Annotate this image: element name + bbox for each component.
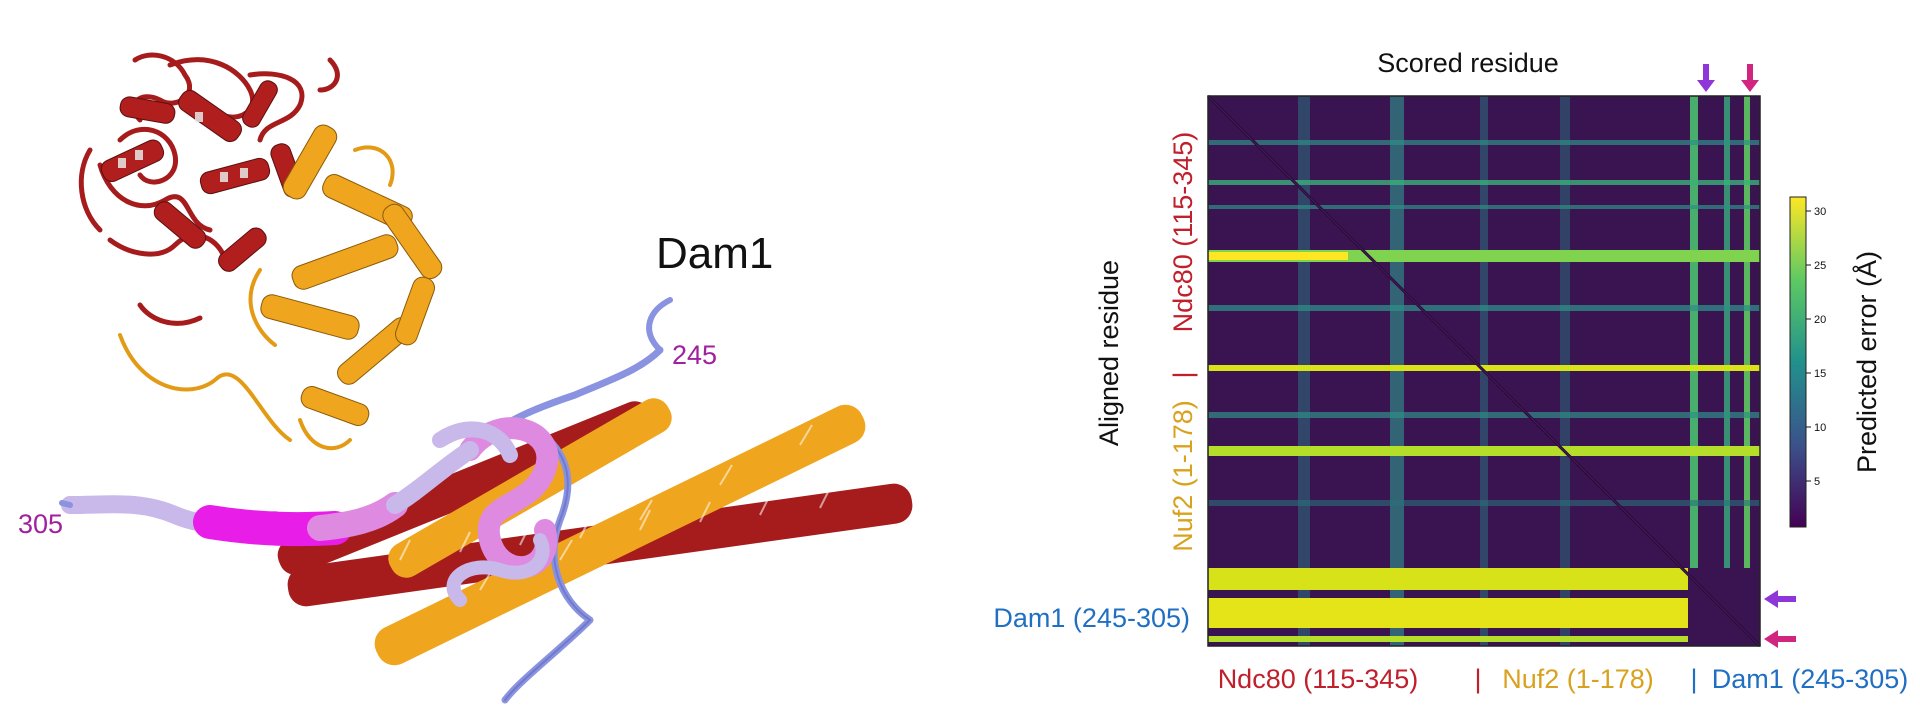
colorbar-tick: 25 bbox=[1814, 260, 1826, 272]
y-axis-title: Aligned residue bbox=[1094, 260, 1124, 446]
x-separator-2: | bbox=[1690, 664, 1697, 694]
y-label-nuf2: Nuf2 (1-178) bbox=[1168, 400, 1198, 552]
arrow-left-icon bbox=[1764, 630, 1796, 648]
colorbar-tick: 30 bbox=[1814, 206, 1826, 218]
colorbar-tick: 20 bbox=[1814, 314, 1826, 326]
colorbar bbox=[1789, 196, 1807, 528]
side-arrows bbox=[1764, 590, 1796, 648]
ndc80-head bbox=[78, 52, 340, 326]
x-axis-title: Scored residue bbox=[1377, 48, 1559, 78]
x-separator-1: | bbox=[1474, 664, 1481, 694]
pae-panel: Scored residue Aligned residue bbox=[993, 48, 1908, 694]
top-arrows bbox=[1697, 64, 1759, 92]
structure-title: Dam1 bbox=[656, 229, 773, 278]
y-separator: | bbox=[1168, 371, 1198, 378]
x-label-dam1: Dam1 (245-305) bbox=[1712, 664, 1909, 694]
arrow-left-icon bbox=[1764, 590, 1796, 608]
protein-structure: Dam1 245 305 bbox=[18, 52, 913, 704]
x-label-ndc80: Ndc80 (115-345) bbox=[1218, 664, 1419, 694]
dam1-chain bbox=[59, 297, 673, 704]
colorbar-title: Predicted error (Å) bbox=[1851, 251, 1882, 473]
y-label-dam1: Dam1 (245-305) bbox=[993, 603, 1190, 633]
colorbar-tick: 15 bbox=[1814, 368, 1826, 380]
arrow-down-icon bbox=[1697, 64, 1715, 92]
colorbar-ticks: 30 25 20 15 10 5 bbox=[1806, 206, 1826, 488]
nuf2-head bbox=[260, 124, 443, 426]
y-label-ndc80: Ndc80 (115-345) bbox=[1168, 132, 1198, 333]
heatmap-frame bbox=[1207, 95, 1761, 647]
heatmap-bands bbox=[1208, 96, 1760, 646]
ndc80-helices bbox=[100, 80, 304, 272]
x-label-nuf2: Nuf2 (1-178) bbox=[1502, 664, 1654, 694]
residue-n-label: 245 bbox=[672, 340, 717, 370]
colorbar-tick: 5 bbox=[1814, 476, 1820, 488]
colorbar-tick: 10 bbox=[1814, 422, 1826, 434]
residue-c-label: 305 bbox=[18, 509, 63, 539]
arrow-down-icon bbox=[1741, 64, 1759, 92]
